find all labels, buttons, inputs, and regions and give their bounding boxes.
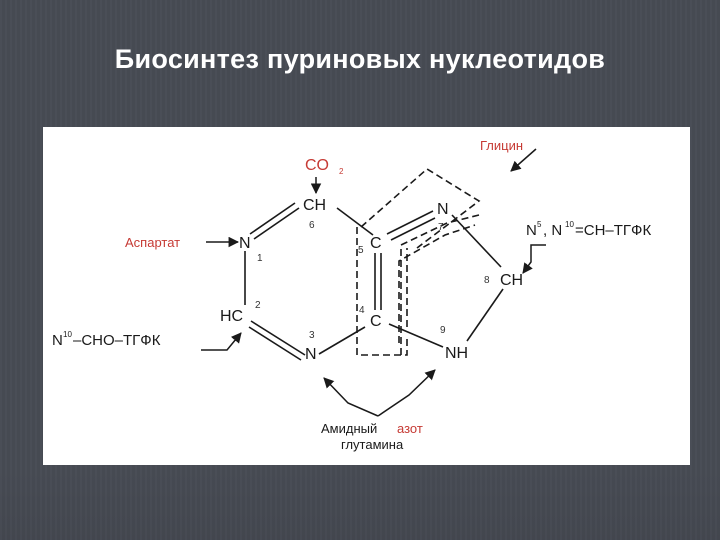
label-co2: CO 2 [305, 157, 344, 176]
label-glycine: Глицин [480, 138, 523, 153]
co2-subscript: 2 [339, 167, 344, 176]
methenyl-sup10: 10 [565, 220, 574, 229]
diagram-panel: CH N HC N C C N CH NH 1 2 3 4 5 6 7 8 9 … [43, 127, 690, 465]
bond-c2-n3-double [248, 326, 302, 361]
co2-text: CO [305, 157, 329, 174]
amide-word-2: азот [397, 421, 423, 436]
atom-n9: NH [445, 345, 468, 362]
formyl-n: N [52, 332, 63, 349]
ring-number-6: 6 [309, 220, 315, 231]
atom-c8: CH [500, 272, 523, 289]
ring-number-7: 7 [438, 222, 444, 233]
label-aspartate: Аспартат [125, 235, 180, 250]
glycine-dashed-outline [356, 168, 481, 356]
bond-c8-n9 [466, 288, 504, 342]
purine-biosynthesis-diagram: CH N HC N C C N CH NH 1 2 3 4 5 6 7 8 9 … [52, 138, 651, 452]
atom-n1: N [239, 235, 251, 252]
label-formyl-thf: N 10 –CHO–ТГФК [52, 330, 161, 349]
label-methenyl-thf: N 5 , N 10 =CH–ТГФК [526, 220, 651, 239]
ring-number-2: 2 [255, 300, 261, 311]
ring-number-1: 1 [257, 253, 263, 264]
atom-c6: CH [303, 197, 326, 214]
atom-c2: HC [220, 308, 243, 325]
formyl-superscript: 10 [63, 330, 72, 339]
ring-number-4: 4 [359, 305, 365, 316]
atom-n7: N [437, 201, 449, 218]
bond-c4-n9 [388, 323, 444, 348]
methenyl-n5: N [526, 222, 537, 239]
ring-number-9: 9 [440, 325, 446, 336]
formyl-rest: –CHO–ТГФК [73, 332, 161, 349]
bond-c6-c5 [336, 207, 374, 236]
ring-number-3: 3 [309, 330, 315, 341]
amide-word-3: глутамина [341, 437, 404, 452]
bond-n1-c6 [253, 207, 300, 240]
ring-number-5: 5 [358, 245, 364, 256]
methenyl-thf-arrow [522, 244, 546, 274]
bottom-shade [0, 466, 720, 540]
slide-title: Биосинтез пуриновых нуклеотидов [114, 44, 606, 74]
formyl-thf-arrow [201, 332, 242, 351]
amide-arrow-right [377, 369, 436, 417]
bond-c2-n3 [250, 320, 306, 356]
bond-n7-c8 [451, 214, 502, 268]
atom-c4: C [370, 313, 382, 330]
methenyl-n10: , N [543, 222, 562, 239]
ring-number-8: 8 [484, 275, 490, 286]
atom-n3: N [305, 346, 317, 363]
source-arrows [201, 148, 546, 417]
bond-c5-n7-double [390, 217, 436, 241]
methenyl-sup5: 5 [537, 220, 542, 229]
atom-c5: C [370, 235, 382, 252]
amide-arrow-left [323, 377, 379, 417]
amide-word-1: Амидный [321, 421, 377, 436]
label-amide-nitrogen: Амидный азот глутамина [321, 421, 423, 452]
methenyl-rest: =CH–ТГФК [575, 222, 651, 239]
bond-n3-c4 [318, 326, 366, 355]
bond-n1-c6-double [249, 202, 296, 235]
imidazole-ring-bonds [386, 210, 504, 348]
glycine-arrow [510, 148, 537, 172]
bond-c5-n7 [386, 210, 434, 235]
